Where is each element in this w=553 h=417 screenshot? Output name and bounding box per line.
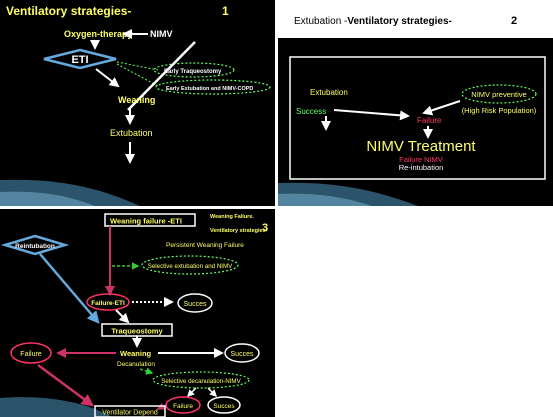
p2-failure-label: Failure (417, 116, 442, 125)
ventilator-depend-label: Ventilator Depend (102, 410, 158, 417)
succes-3-label: Succes (213, 403, 235, 410)
nimv-diagonal-line (127, 41, 196, 111)
slide-2-wave-light (278, 193, 372, 206)
succes-2-label: Succes (231, 351, 254, 358)
p3-vent-strategies: Ventilatory strategies- (210, 228, 268, 234)
failure-left-label: Failure (20, 351, 42, 358)
nimv-preventive-ellipse (461, 84, 537, 104)
eti-to-early-trach-dotted (116, 61, 159, 71)
reintubation-diamond (0, 234, 70, 256)
high-risk-label: (High Risk Population) (462, 106, 537, 115)
eti-to-weaning-arrow (95, 68, 120, 88)
slide-2-frame (289, 56, 546, 180)
slide-2-title-main: Ventilatory strategies- (347, 16, 451, 27)
slide-2-header (278, 0, 553, 38)
weaning-failure-eti-box (104, 213, 196, 227)
decan-to-failure-arrow (186, 387, 197, 398)
slide-2-title: Extubation -Ventilatory strategies- (294, 16, 452, 27)
decan-to-succes-arrow (207, 387, 218, 398)
slide-3: Weaning failure -ETI Weaning Failure. Ve… (0, 209, 275, 417)
p3-weaning-failure-note: Weaning Failure. (210, 214, 254, 220)
failure-left-ellipse (10, 342, 52, 364)
to-selective-decan-dotted (139, 367, 154, 375)
slide-3-background (0, 209, 275, 417)
failure-bottom-label: Failure (173, 403, 193, 410)
reintubation-label-3: Reintubation (15, 243, 55, 250)
slide-3-number: 3 (262, 222, 268, 234)
selective-ext-ellipse (141, 255, 239, 275)
decanulation-label: Decanulation (117, 361, 155, 368)
eti-label: ETI (71, 54, 88, 66)
empty-quadrant (278, 209, 553, 417)
succes-2-ellipse (224, 343, 260, 363)
selective-ext-label: Selective extubation and NIMV (148, 263, 233, 270)
succes-1-label: Succes (184, 301, 207, 308)
selective-decan-ellipse (152, 371, 250, 389)
preventive-to-failure-arrow (422, 100, 461, 116)
slide-2-number: 2 (511, 15, 517, 27)
slide-1: Ventilatory strategies- 1 Oxygen-therapy… (0, 0, 275, 206)
slide-1-number: 1 (222, 4, 229, 18)
p2-extubation-label: Extubation (310, 88, 348, 97)
early-trach-label: Early Traqueostomy (164, 69, 222, 75)
weaning-failure-eti-label: Weaning failure -ETI (110, 217, 182, 226)
nimv-treatment-label: NIMV Treatment (366, 138, 476, 155)
early-trach-ellipse (153, 62, 235, 78)
reintubation-label: Re-intubation (399, 163, 444, 172)
slide-3-wave (0, 397, 112, 417)
ventilator-depend-box (94, 405, 166, 417)
oxygen-therapy-label: Oxygen-therapy (64, 29, 133, 39)
slide-1-title: Ventilatory strategies- (6, 4, 131, 18)
slide-1-wave-light (0, 191, 95, 206)
failure-eti-label: Failure-ETI (91, 300, 125, 307)
eti-diamond (43, 48, 117, 70)
succes-1-ellipse (177, 293, 213, 313)
p2-success-label: Success (296, 107, 326, 116)
slide-2-title-prefix: Extubation - (294, 16, 347, 27)
success-to-failure-arrow (333, 109, 410, 121)
weaning-label: Weaning (118, 95, 155, 105)
succes-3-ellipse (207, 396, 241, 414)
reintubation-to-trach-arrow (39, 253, 100, 324)
failure-eti-to-trach-arrow (115, 309, 130, 324)
selective-decan-label: Selective decanulation-NIMV (161, 378, 241, 385)
extubation-label: Extubation (110, 128, 153, 138)
nimv-preventive-label: NIMV preventive (471, 90, 526, 99)
nimv-label: NIMV (150, 29, 173, 39)
early-ext-ellipse (155, 79, 271, 95)
persistent-label: Persistent Weaning Failure (166, 242, 244, 249)
p3-weaning-label: Weaning (120, 349, 152, 358)
failure-nimv-label: Failure NIMV (399, 155, 443, 164)
early-ext-label: Early Extubation and NIMV-COPD (166, 86, 253, 92)
failure-to-ventilator-arrow (37, 363, 95, 407)
traqueostomy-label: Traqueostomy (111, 327, 163, 336)
slide-2: Extubation -Ventilatory strategies- 2 Ex… (278, 0, 553, 206)
failure-eti-ellipse (86, 293, 130, 311)
